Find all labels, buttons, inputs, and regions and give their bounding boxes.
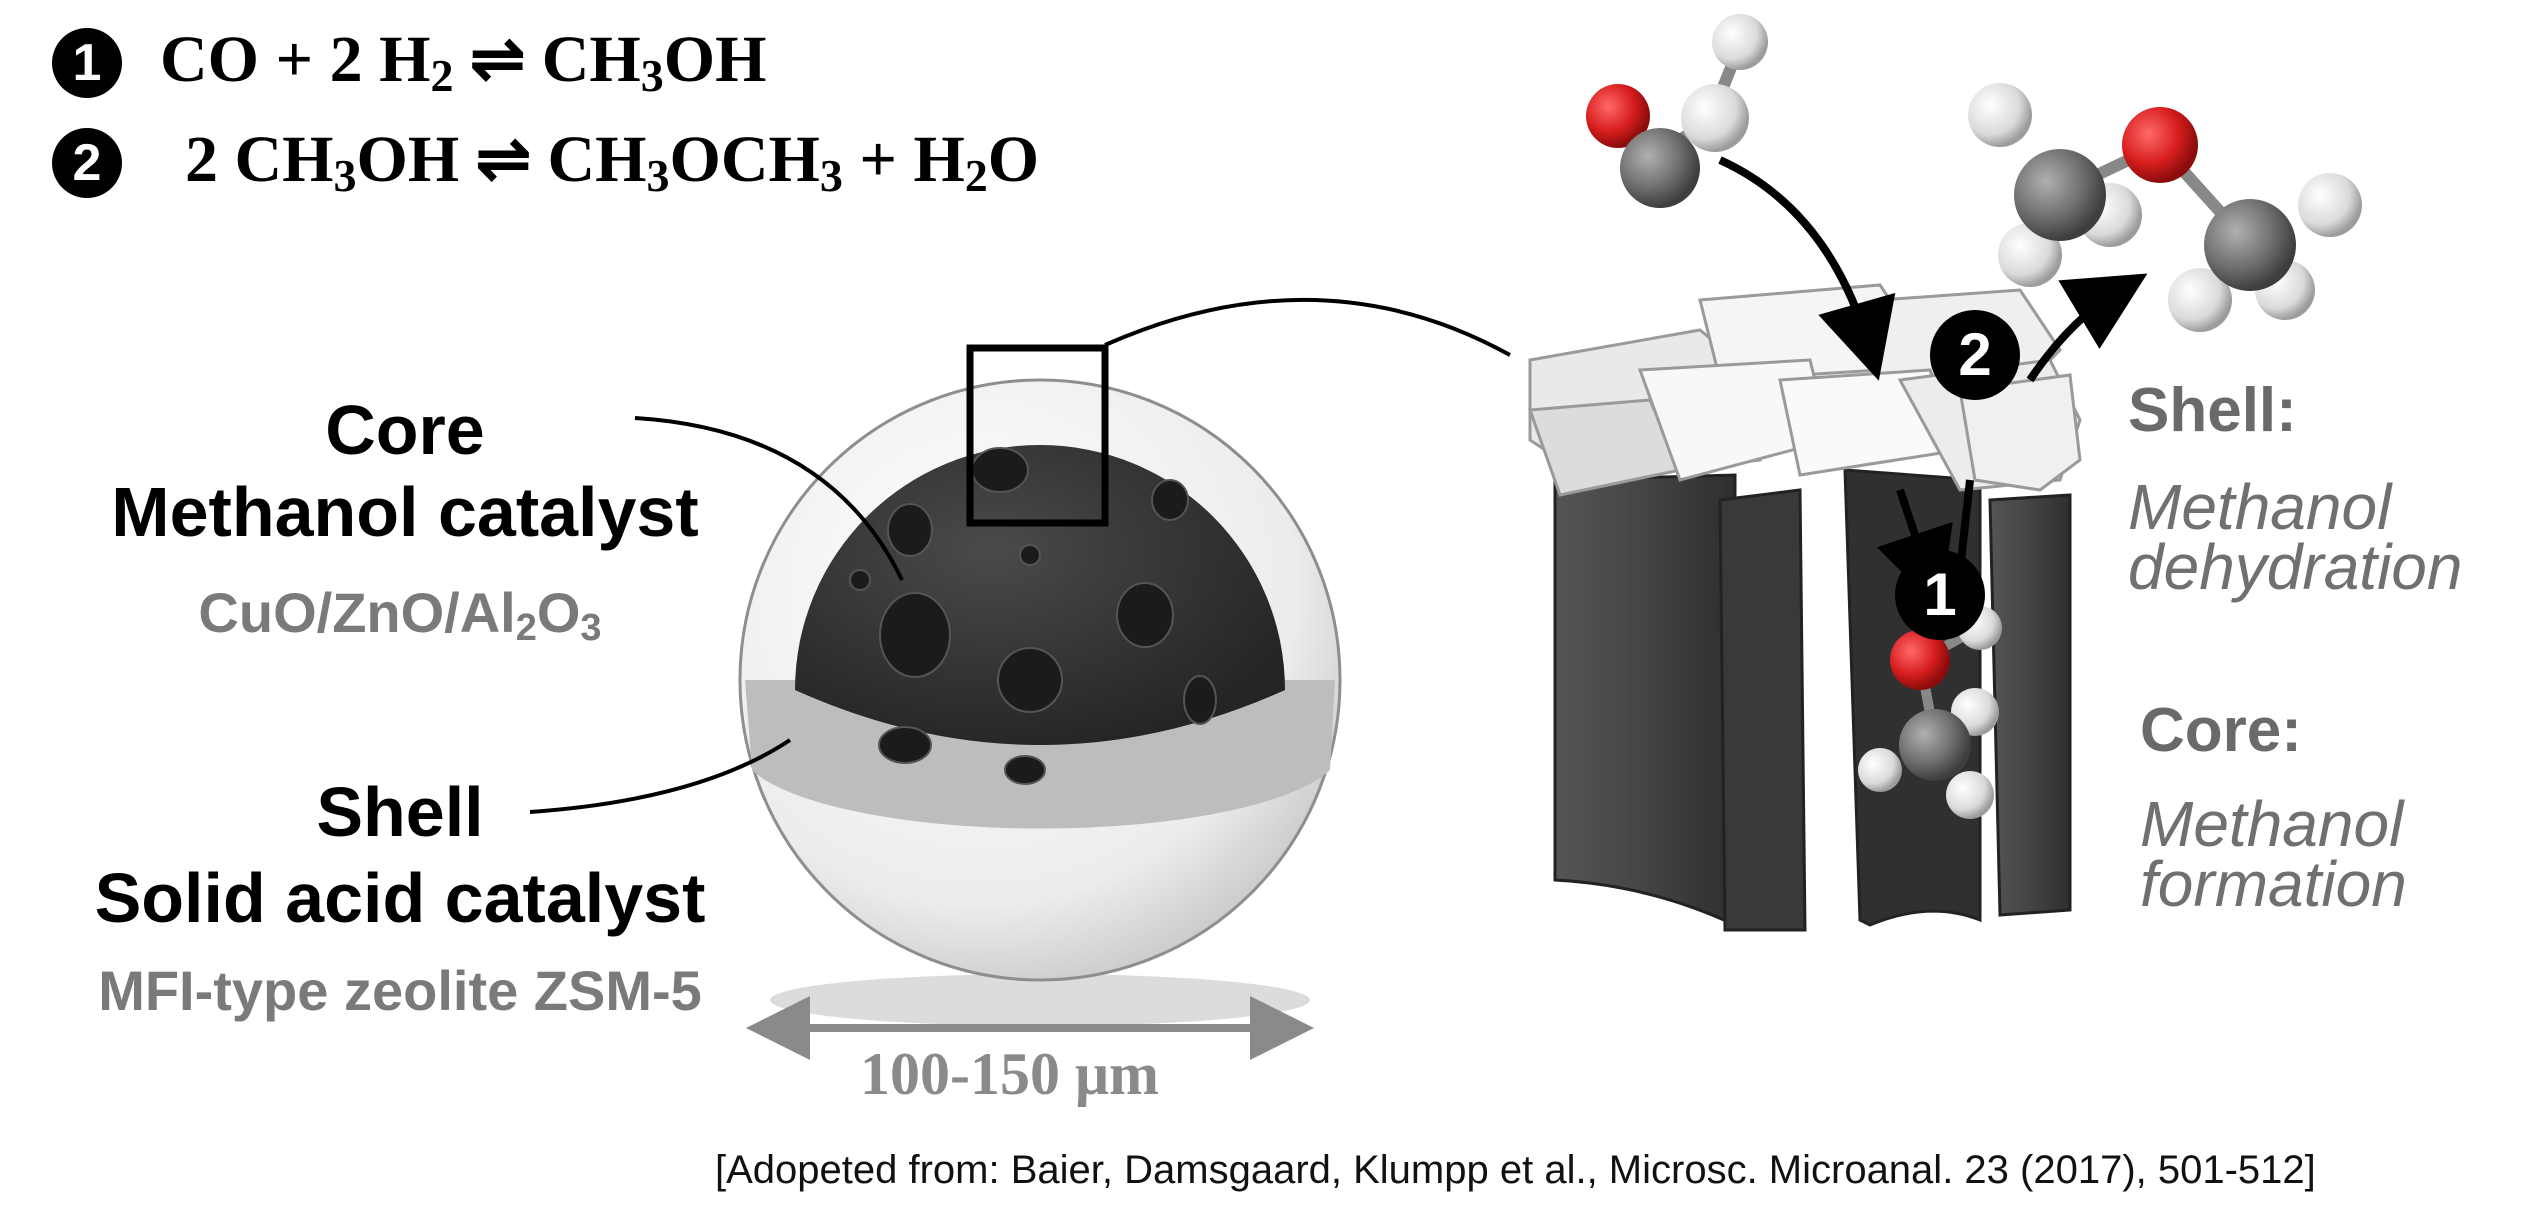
reaction-2-rhs-mid: OCH xyxy=(669,123,820,196)
core-pores xyxy=(849,447,1217,785)
equilibrium-arrow: ⇌ xyxy=(475,123,531,196)
shell-leader-line xyxy=(529,738,792,814)
subscript: 3 xyxy=(640,50,664,101)
reaction-2-rhs-end: O xyxy=(987,123,1040,196)
core-heading: Core: xyxy=(2140,696,2302,765)
reaction-2-lhs: 2 CH xyxy=(185,123,334,196)
reaction-1-badge: 1 xyxy=(52,28,122,98)
shell-heading: Shell: xyxy=(2128,376,2297,445)
shell-material: MFI-type zeolite ZSM-5 xyxy=(98,959,702,1022)
core-shell-sphere xyxy=(738,344,1342,1026)
formula-text: CuO/ZnO/Al xyxy=(198,581,516,644)
core-title: Core xyxy=(325,391,485,469)
reaction-1-rhs: CH xyxy=(525,23,641,96)
subscript: 3 xyxy=(333,150,357,201)
reaction-2-rhs: CH xyxy=(531,123,647,196)
subscript: 2 xyxy=(515,607,537,649)
subscript: 2 xyxy=(964,150,988,201)
methanol-in-arrow xyxy=(1718,156,1896,381)
shell-subtitle: Solid acid catalyst xyxy=(94,859,706,937)
dme-out-arrow xyxy=(2026,273,2148,383)
methanol-molecule-pore xyxy=(1858,606,2002,819)
step-1-marker: 1 xyxy=(1923,561,1956,628)
core-formula: CuO/ZnO/Al2O3 xyxy=(160,580,640,647)
equilibrium-arrow: ⇌ xyxy=(469,23,526,96)
step-2-marker-circle xyxy=(1930,310,2020,400)
reaction-1-rhs-end: OH xyxy=(663,23,767,96)
dme-molecule xyxy=(1968,83,2362,332)
shell-description-line1: Methanol xyxy=(2128,471,2392,543)
subscript: 3 xyxy=(580,607,602,649)
core-leader-line xyxy=(634,416,904,581)
reaction-1-lhs: CO + 2 H xyxy=(160,23,431,96)
shell-title: Shell xyxy=(316,773,484,851)
reaction-2-badge: 2 xyxy=(52,128,122,198)
zoom-connector-line xyxy=(1104,297,1511,357)
core-description-line2: formation xyxy=(2140,848,2407,920)
step-2-marker: 2 xyxy=(1958,321,1991,388)
subscript: 3 xyxy=(819,150,843,201)
subscript: 2 xyxy=(430,50,454,101)
methanol-out-arrow xyxy=(1956,479,1974,571)
methanol-molecule-top xyxy=(1586,14,1768,208)
core-description-line1: Methanol xyxy=(2140,788,2404,860)
scale-bar-label: 100-150 μm xyxy=(860,1041,1159,1107)
step-1-marker-circle xyxy=(1895,550,1985,640)
sphere-shadow xyxy=(770,974,1310,1026)
formula-text: O xyxy=(536,581,581,644)
shell-description-line2: dehydration xyxy=(2128,531,2463,603)
citation: [Adopeted from: Baier, Damsgaard, Klumpp… xyxy=(715,1148,2316,1192)
core-subtitle: Methanol catalyst xyxy=(111,473,699,551)
reaction-2-lhs-end: OH xyxy=(356,123,476,196)
zoom-box xyxy=(966,344,1109,527)
subscript: 3 xyxy=(646,150,670,201)
reaction-2-rhs-water: + H xyxy=(842,123,965,196)
reaction-2-equation: 2 CH3OH ⇌ CH3OCH3 + H2O xyxy=(185,120,1040,201)
reaction-1-equation: CO + 2 H2 ⇌ CH3OH xyxy=(160,20,767,101)
